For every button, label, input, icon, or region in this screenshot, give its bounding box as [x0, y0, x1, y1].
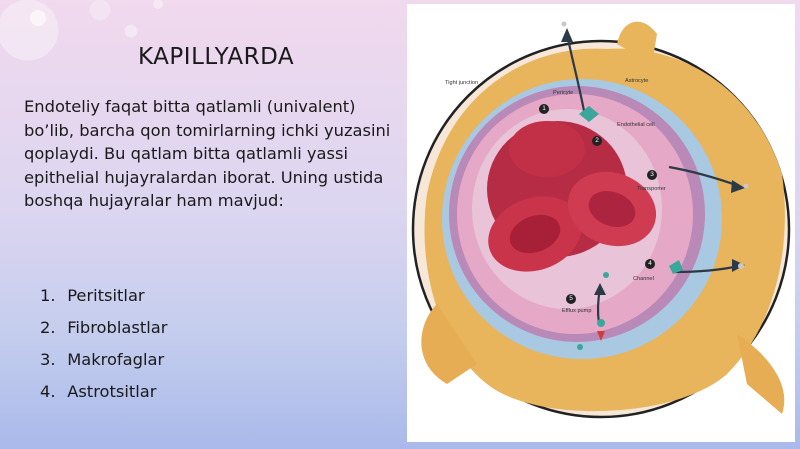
slide-title: KAPILLYARDA — [138, 44, 295, 70]
list-item: 3. Makrofaglar — [40, 350, 165, 369]
label-endothelial-cell: Endothelial cell — [617, 122, 655, 128]
cell-list: 1. Peritsitlar 2. Fibroblastlar 3. Makro… — [40, 284, 167, 412]
label-efflux-pump: Efflux pump — [562, 308, 592, 314]
marker-5: 5 — [566, 294, 576, 304]
marker-1: 1 — [539, 104, 549, 114]
label-channel: Channel — [633, 276, 654, 282]
marker-3: 3 — [647, 170, 657, 180]
label-pericyte: Pericyte — [553, 90, 574, 96]
label-transporter: Transporter — [637, 186, 666, 192]
list-item: 1. Peritsitlar — [40, 286, 145, 305]
label-tight-junction: Tight junction — [445, 80, 479, 86]
marker-2: 2 — [592, 136, 602, 146]
label-astrocyte: Astrocyte — [625, 78, 649, 84]
marker-4: 4 — [645, 259, 655, 269]
capillary-illustration: Tight junction Pericyte Astrocyte Endoth… — [407, 4, 795, 442]
capillary-cross-section-drawing — [411, 21, 791, 419]
slide-paragraph: Endoteliy faqat bitta qatlamli (univalen… — [24, 97, 391, 210]
list-item: 4. Astrotsitlar — [40, 382, 157, 401]
list-item: 2. Fibroblastlar — [40, 318, 168, 337]
